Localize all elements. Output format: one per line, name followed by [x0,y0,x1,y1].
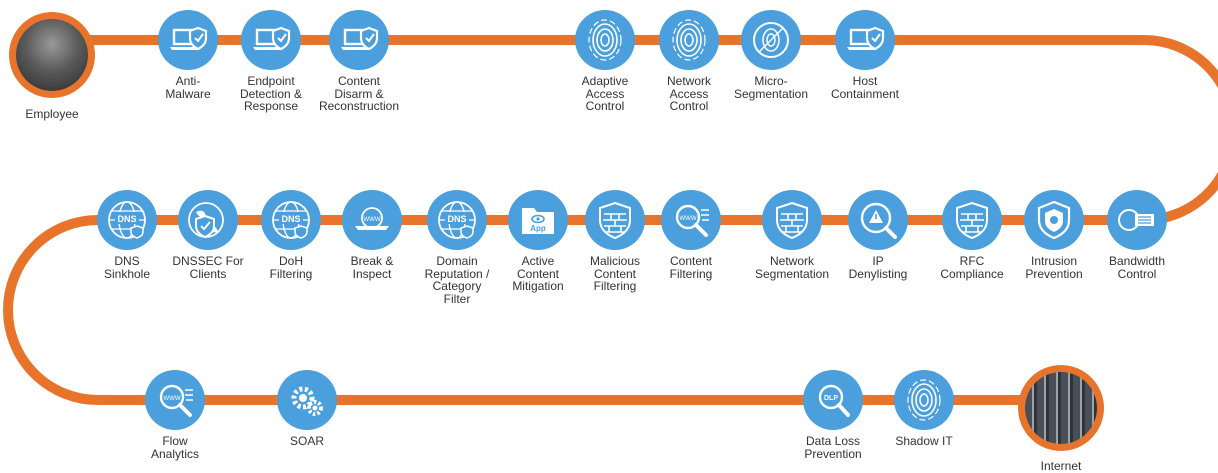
node-rfc-compliance [942,190,1002,250]
label-break-inspect: Break & Inspect [350,254,394,281]
label-network-segmentation: Network Segmentation [754,254,830,281]
label-network-access-control: Network Access Control [666,74,711,113]
label-dnssec-for-clients: DNSSEC For Clients [172,254,244,281]
fingerprint-icon [588,19,622,61]
label-ip-denylisting: IP Denylisting [848,254,908,281]
label-host-containment: Host Containment [830,74,900,101]
svg-text:WWW: WWW [164,396,181,402]
magnifier-www-icon: WWW [675,204,709,237]
magnifier-www-icon: WWW [159,384,193,417]
node-soar [277,370,337,430]
laptop-shield-icon [847,26,885,51]
node-dns-sinkhole: DNS [97,190,157,250]
node-micro-segmentation [741,10,801,70]
node-data-loss-prevention: DLP [803,370,863,430]
node-active-content-mitigation: App [508,190,568,250]
firewall-shield-icon [776,201,808,240]
node-doh-filtering: DNS [261,190,321,250]
svg-text:DNS: DNS [117,214,136,224]
node-malicious-content-filtering [585,190,645,250]
label-soar: SOAR [289,434,324,448]
label-flow-analytics: Flow Analytics [150,434,200,461]
label-domain-reputation-category-filter: Domain Reputation / Category Filter [424,254,490,306]
label-endpoint-detection-response: Endpoint Detection & Response [239,74,303,113]
node-host-containment [835,10,895,70]
laptop-shield-icon [341,26,379,51]
dns-globe-icon: DNS [438,201,476,239]
svg-text:App: App [530,224,546,233]
employee-label: Employee [25,107,79,121]
globe-shield-icon [188,202,224,239]
laptop-shield-icon [170,26,208,51]
firewall-shield-icon [956,201,988,240]
node-network-segmentation [762,190,822,250]
node-content-disarm-reconstruction [329,10,389,70]
label-dns-sinkhole: DNS Sinkhole [103,254,151,281]
node-intrusion-prevention [1024,190,1084,250]
svg-text:DLP: DLP [824,395,838,402]
label-content-disarm-reconstruction: Content Disarm & Reconstruction [318,74,400,113]
label-anti-malware: Anti- Malware [165,74,211,101]
node-ip-denylisting [848,190,908,250]
node-content-filtering: WWW [661,190,721,250]
label-adaptive-access-control: Adaptive Access Control [581,74,629,113]
gears-icon [291,386,323,416]
node-endpoint-detection-response [241,10,301,70]
svg-text:DNS: DNS [281,214,300,224]
dlp-magnifier-icon: DLP [818,384,850,417]
svg-text:DNS: DNS [447,214,466,224]
magnifier-alert-icon [860,202,897,239]
node-dnssec-for-clients [178,190,238,250]
svg-text:WWW: WWW [364,217,381,223]
node-network-access-control [659,10,719,70]
node-bandwidth-control [1107,190,1167,250]
node-adaptive-access-control [575,10,635,70]
label-malicious-content-filtering: Malicious Content Filtering [589,254,640,293]
label-intrusion-prevention: Intrusion Prevention [1025,254,1083,281]
laptop-shield-icon [253,26,291,51]
node-shadow-it [894,370,954,430]
node-break-inspect: WWW [342,190,402,250]
shield-target-icon [1037,200,1071,240]
break-inspect-icon: WWW [355,207,389,230]
label-shadow-it: Shadow IT [895,434,953,448]
dns-globe-icon: DNS [108,201,146,239]
bandwidth-icon [1118,209,1154,231]
node-anti-malware [158,10,218,70]
node-flow-analytics: WWW [145,370,205,430]
node-domain-reputation-category-filter: DNS [427,190,487,250]
fingerprint-target-icon [753,22,789,58]
label-doh-filtering: DoH Filtering [269,254,313,281]
employee-avatar [9,12,95,98]
label-micro-segmentation: Micro- Segmentation [733,74,809,101]
employee-photo [16,19,88,91]
svg-text:WWW: WWW [680,216,697,222]
fingerprint-icon [907,379,941,421]
app-folder-icon: App [522,208,554,234]
label-content-filtering: Content Filtering [669,254,713,281]
label-data-loss-prevention: Data Loss Prevention [804,434,862,461]
dns-globe-icon: DNS [272,201,310,239]
server-rack-photo [1025,372,1097,444]
firewall-shield-icon [599,201,631,240]
fingerprint-icon [672,19,706,61]
label-rfc-compliance: RFC Compliance [940,254,1004,281]
internet-label: Internet [1040,459,1082,473]
label-active-content-mitigation: Active Content Mitigation [512,254,564,293]
internet-avatar [1018,365,1104,451]
label-bandwidth-control: Bandwidth Control [1108,254,1166,281]
